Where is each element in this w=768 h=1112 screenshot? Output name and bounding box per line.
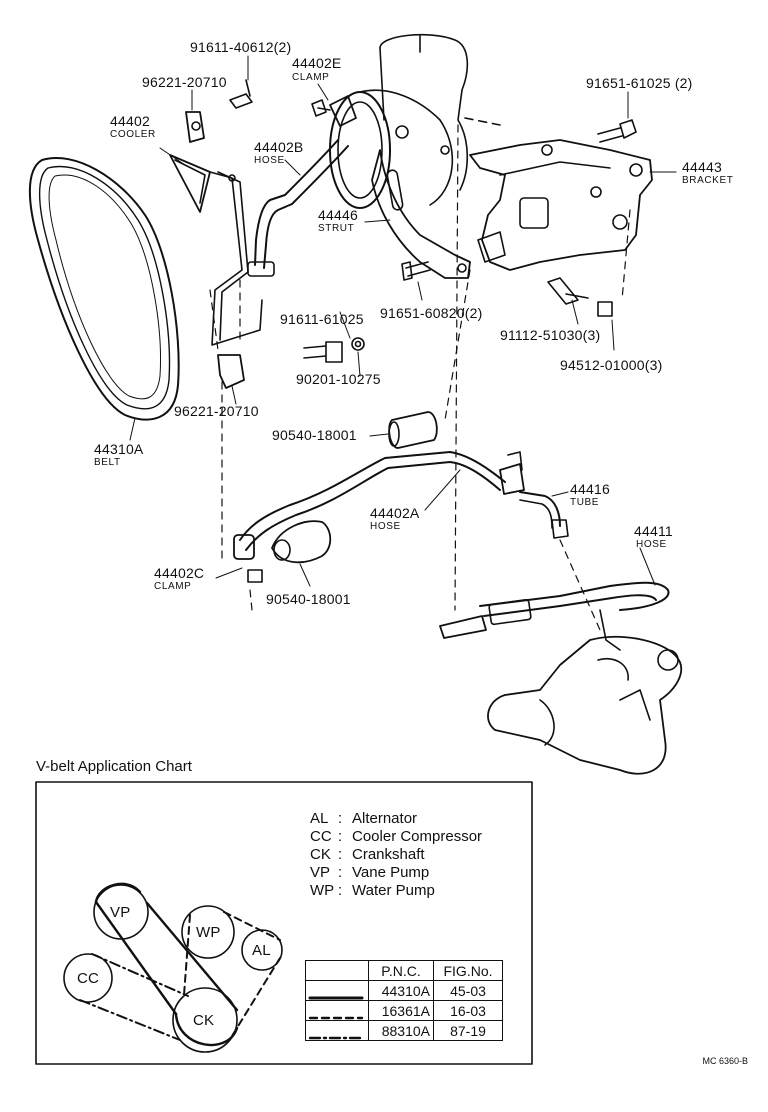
table-cell-pnc: 88310A xyxy=(368,1020,434,1041)
legend-abbr: WP xyxy=(310,882,335,899)
table-header-fig: FIG.No. xyxy=(433,960,503,981)
table-cell-pnc: 16361A xyxy=(368,1000,434,1021)
part-number-hose-b: 44402B xyxy=(254,139,304,155)
table-header-row: P.N.C. FIG.No. xyxy=(305,960,503,981)
part-number-sleeve-bottom: 90540-18001 xyxy=(266,591,351,607)
part-name-hose-411: HOSE xyxy=(636,539,667,550)
legend-text: Water Pump xyxy=(352,882,435,899)
legend-abbr: CC xyxy=(310,828,332,845)
table-cell-pnc: 44310A xyxy=(368,980,434,1001)
hose-b-drawing xyxy=(247,139,349,277)
belt-routing-diagram xyxy=(63,882,283,1053)
part-name-cooler: COOLER xyxy=(110,129,156,140)
part-number-washer: 90201-10275 xyxy=(296,371,381,387)
part-name-hose-b: HOSE xyxy=(254,155,285,166)
tube-drawing xyxy=(519,491,569,539)
hose-a-drawing xyxy=(233,451,525,560)
pulley-label-cc: CC xyxy=(77,970,100,987)
legend-text: Cooler Compressor xyxy=(352,828,483,845)
chart-frame xyxy=(35,781,533,1065)
part-name-clamp-c: CLAMP xyxy=(154,581,192,592)
v-belt-drawing xyxy=(28,157,180,421)
part-number-belt: 44310A xyxy=(94,441,144,457)
vane-pump-drawing xyxy=(317,33,501,209)
part-number-strut: 44446 xyxy=(318,207,358,223)
gearbox-drawing xyxy=(487,635,683,775)
part-number-clamp-c: 44402C xyxy=(154,565,205,581)
part-name-strut: STRUT xyxy=(318,223,355,234)
legend-item: CC:Cooler Compressor xyxy=(310,828,483,845)
assembly-dashed-lines xyxy=(209,124,631,631)
pulley-label-ck: CK xyxy=(193,1012,215,1029)
part-number-bolt-top: 91611-40612(2) xyxy=(190,39,292,55)
legend-item: AL:Alternator xyxy=(310,810,418,827)
pulley-label-wp: WP xyxy=(196,924,221,941)
legend-abbr: VP xyxy=(310,864,331,881)
part-number-bolt-mid: 91611-61025 xyxy=(280,311,364,327)
part-name-belt: BELT xyxy=(94,457,121,468)
part-name-tube: TUBE xyxy=(570,497,600,508)
label-leaders xyxy=(129,55,677,587)
part-number-hose-411: 44411 xyxy=(634,523,673,539)
drawing-reference-code: MC 6360-B xyxy=(702,1056,748,1066)
part-number-cooler: 44402 xyxy=(110,113,150,129)
legend-text: Crankshaft xyxy=(352,846,425,863)
cooler-drawing xyxy=(169,154,263,346)
part-number-bolt-strut: 91651-60820(2) xyxy=(380,305,483,321)
part-name-clamp-e: CLAMP xyxy=(292,72,330,83)
table-row: 88310A 87-19 xyxy=(305,1020,503,1041)
part-number-sleeve-top: 90540-18001 xyxy=(272,427,357,443)
vbelt-chart-title: V-belt Application Chart xyxy=(36,758,192,775)
table-cell-fig: 16-03 xyxy=(433,1000,503,1021)
sleeves-drawing xyxy=(271,411,438,564)
legend-item: VP:Vane Pump xyxy=(310,864,430,881)
belt-application-table: P.N.C. FIG.No. 44310A 45-03 16361A 16-03… xyxy=(305,960,503,1041)
fasteners-drawing xyxy=(247,119,637,583)
legend-abbr: CK xyxy=(310,846,331,863)
clamps-drawing xyxy=(185,79,357,389)
legend-text: Vane Pump xyxy=(352,864,430,881)
table-cell-fig: 87-19 xyxy=(433,1020,503,1041)
pulley-label-vp: VP xyxy=(110,904,131,921)
bracket-drawing xyxy=(469,139,653,271)
part-number-clip-lower: 96221-20710 xyxy=(174,403,259,419)
table-row: 16361A 16-03 xyxy=(305,1000,503,1021)
strut-drawing xyxy=(371,149,471,279)
legend-item: WP:Water Pump xyxy=(310,882,435,899)
legend-item: CK:Crankshaft xyxy=(310,846,425,863)
part-number-clamp-e: 44402E xyxy=(292,55,342,71)
part-number-clip-top: 96221-20710 xyxy=(142,74,227,90)
part-name-bracket: BRACKET xyxy=(682,175,734,186)
hose-411-drawing xyxy=(439,581,670,651)
part-number-bolt-right: 91651-61025 (2) xyxy=(586,75,693,91)
table-cell-fig: 45-03 xyxy=(433,980,503,1001)
table-row: 44310A 45-03 xyxy=(305,980,503,1001)
legend-text: Alternator xyxy=(352,810,418,827)
pulley-label-al: AL xyxy=(252,942,271,959)
part-number-nut: 94512-01000(3) xyxy=(560,357,663,373)
part-number-stud: 91112-51030(3) xyxy=(500,327,601,343)
table-header-pnc: P.N.C. xyxy=(368,960,434,981)
part-number-bracket: 44443 xyxy=(682,159,722,175)
part-number-tube: 44416 xyxy=(570,481,610,497)
legend-abbr: AL xyxy=(310,810,329,827)
part-name-hose-a: HOSE xyxy=(370,521,401,532)
part-number-hose-a: 44402A xyxy=(370,505,420,521)
